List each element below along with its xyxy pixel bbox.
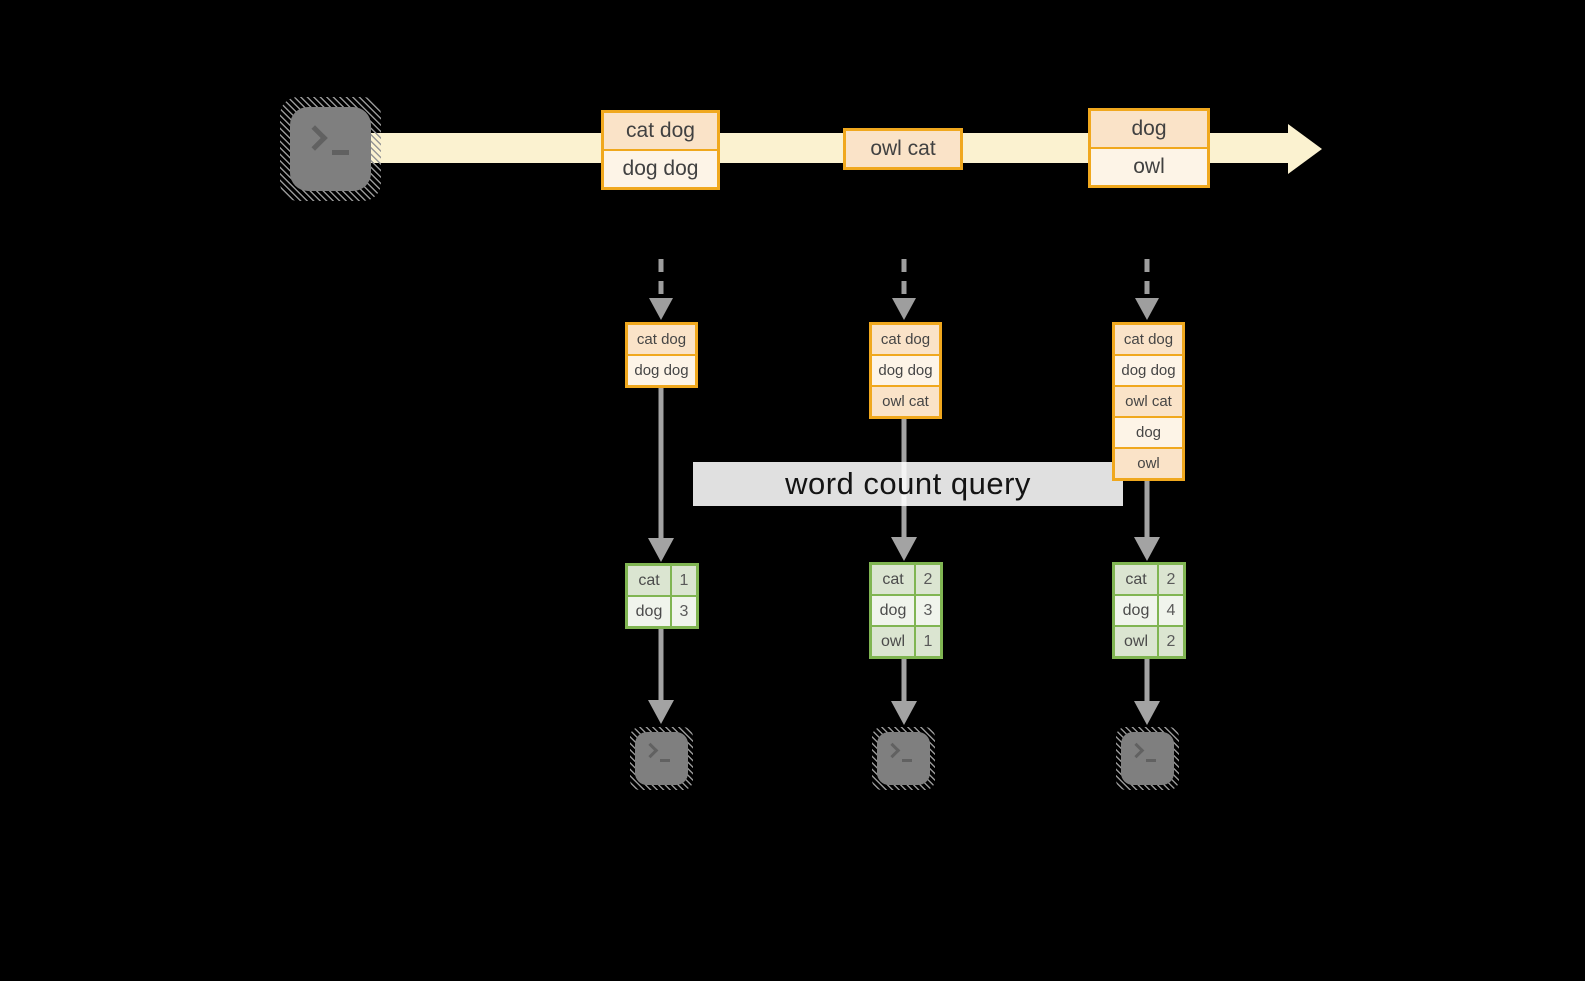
terminal-prompt-icon	[884, 742, 901, 759]
terminal-prompt-icon	[642, 742, 659, 759]
buffer-cell: cat dog	[1115, 325, 1182, 354]
count-cell: 3	[916, 596, 940, 625]
sink-terminal-icon	[1116, 727, 1179, 790]
count-cell: 2	[1159, 627, 1183, 656]
query-label: word count query	[785, 466, 1031, 501]
stream-event-line: cat dog	[604, 113, 717, 149]
terminal-cursor-icon	[660, 759, 670, 762]
stream-event-box: cat dog dog dog	[601, 110, 720, 190]
word-cell: cat	[1115, 565, 1157, 594]
table-row: cat 1	[628, 566, 696, 595]
table-row: dog 3	[872, 596, 940, 625]
terminal-body	[1121, 732, 1174, 785]
terminal-prompt-icon	[302, 125, 328, 151]
word-cell: owl	[872, 627, 914, 656]
word-cell: cat	[628, 566, 670, 595]
count-cell: 1	[916, 627, 940, 656]
dashed-down-arrow-icon	[1135, 259, 1159, 320]
source-terminal-icon	[280, 97, 381, 201]
word-cell: cat	[872, 565, 914, 594]
terminal-prompt-icon	[1128, 742, 1145, 759]
down-arrow-icon	[648, 388, 674, 562]
count-table: cat 2 dog 4 owl 2	[1112, 562, 1186, 659]
stream-arrowhead-icon	[1288, 124, 1322, 174]
buffer-cell: owl	[1115, 449, 1182, 478]
buffer-cell: dog dog	[872, 356, 939, 385]
count-cell: 4	[1159, 596, 1183, 625]
table-row: owl 2	[1115, 627, 1183, 656]
stream-event-box: dog owl	[1088, 108, 1210, 188]
table-row: cat 2	[872, 565, 940, 594]
query-label-band: word count query	[693, 462, 1123, 506]
stream-event-line: owl cat	[846, 131, 960, 167]
buffer-cell: cat dog	[872, 325, 939, 354]
count-table: cat 2 dog 3 owl 1	[869, 562, 943, 659]
buffer-cell: owl cat	[872, 387, 939, 416]
terminal-cursor-icon	[332, 150, 349, 155]
event-buffer-stack: cat dog dog dog	[625, 322, 698, 388]
down-arrow-icon	[1134, 481, 1160, 561]
word-cell: dog	[872, 596, 914, 625]
count-cell: 2	[1159, 565, 1183, 594]
count-cell: 2	[916, 565, 940, 594]
table-row: dog 3	[628, 597, 696, 626]
dashed-down-arrow-icon	[892, 259, 916, 320]
event-buffer-stack: cat dog dog dog owl cat	[869, 322, 942, 419]
buffer-cell: cat dog	[628, 325, 695, 354]
terminal-body	[877, 732, 930, 785]
down-arrow-icon	[648, 629, 674, 724]
down-arrow-icon	[891, 659, 917, 725]
word-cell: dog	[628, 597, 670, 626]
count-cell: 1	[672, 566, 696, 595]
terminal-cursor-icon	[1146, 759, 1156, 762]
buffer-cell: owl cat	[1115, 387, 1182, 416]
table-row: owl 1	[872, 627, 940, 656]
down-arrow-icon	[1134, 659, 1160, 725]
word-cell: dog	[1115, 596, 1157, 625]
stream-event-line: owl	[1091, 149, 1207, 185]
buffer-cell: dog	[1115, 418, 1182, 447]
sink-terminal-icon	[630, 727, 693, 790]
terminal-body	[635, 732, 688, 785]
count-cell: 3	[672, 597, 696, 626]
terminal-body	[290, 107, 371, 191]
sink-terminal-icon	[872, 727, 935, 790]
count-table: cat 1 dog 3	[625, 563, 699, 629]
dashed-down-arrow-icon	[649, 259, 673, 320]
buffer-cell: dog dog	[1115, 356, 1182, 385]
stream-event-box: owl cat	[843, 128, 963, 170]
event-buffer-stack: cat dog dog dog owl cat dog owl	[1112, 322, 1185, 481]
word-cell: owl	[1115, 627, 1157, 656]
table-row: cat 2	[1115, 565, 1183, 594]
table-row: dog 4	[1115, 596, 1183, 625]
stream-event-line: dog	[1091, 111, 1207, 147]
stream-event-line: dog dog	[604, 151, 717, 187]
terminal-cursor-icon	[902, 759, 912, 762]
buffer-cell: dog dog	[628, 356, 695, 385]
